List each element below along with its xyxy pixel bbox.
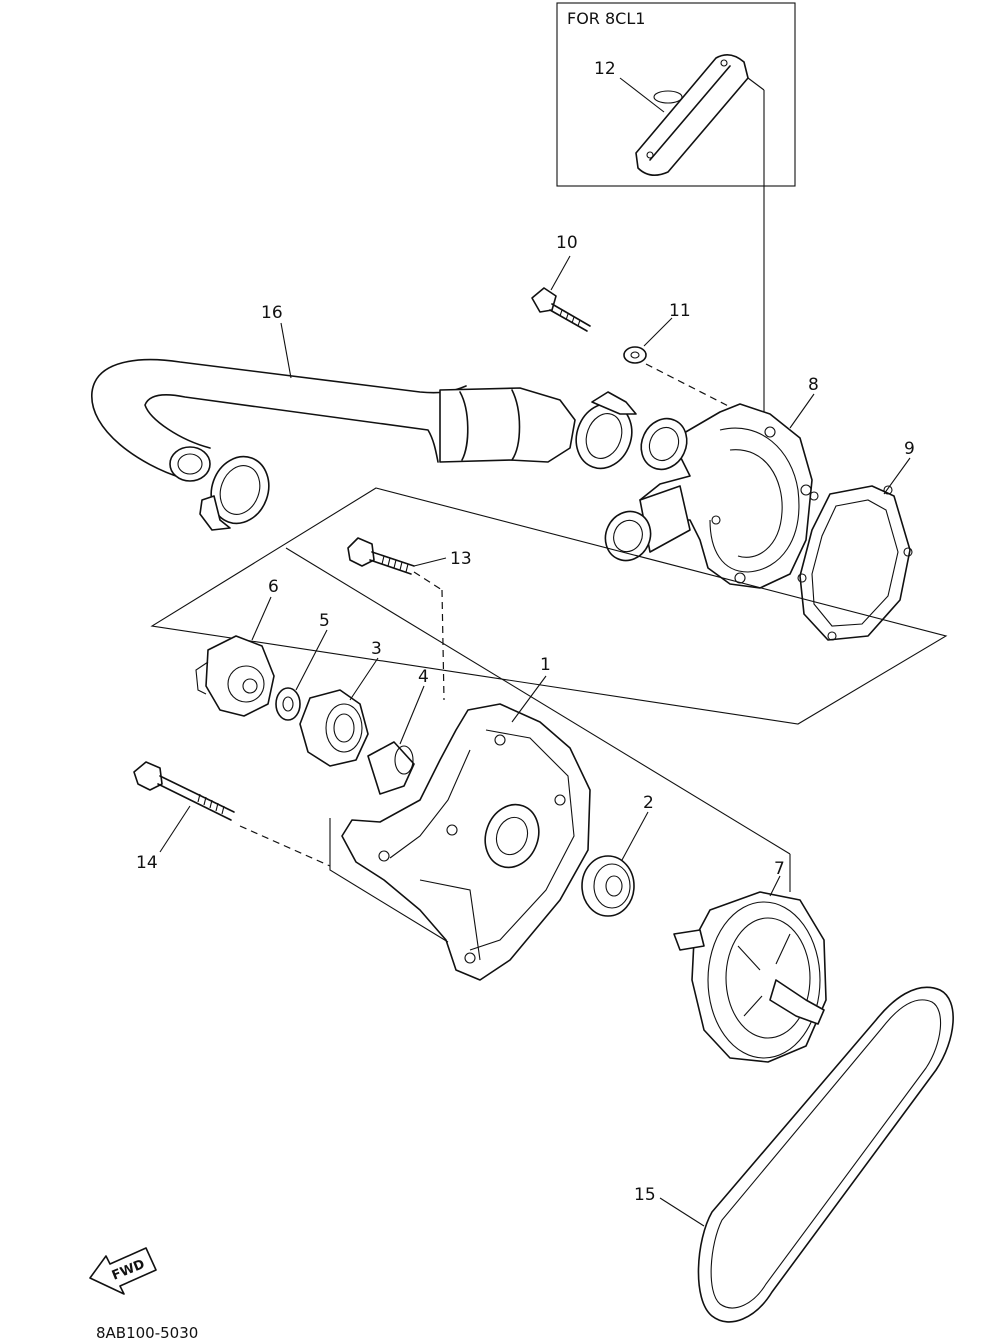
callout-1: 1 bbox=[540, 655, 551, 675]
part-3-seal bbox=[299, 689, 369, 767]
part-11-washer bbox=[623, 346, 647, 364]
fwd-arrow-icon: FWD bbox=[89, 1247, 157, 1295]
part-6-impeller bbox=[195, 635, 275, 717]
part-10-bolt bbox=[531, 287, 591, 332]
part-16-hose bbox=[91, 358, 576, 482]
part-9-gasket bbox=[797, 485, 913, 641]
alignment-line bbox=[285, 547, 791, 855]
callout-5: 5 bbox=[319, 611, 330, 631]
callout-3: 3 bbox=[371, 639, 382, 659]
inset-box: FOR 8CL1 12 bbox=[556, 2, 796, 187]
callout-6: 6 bbox=[268, 577, 279, 597]
callout-13: 13 bbox=[450, 549, 472, 569]
part-5-washer bbox=[275, 687, 301, 721]
callout-9: 9 bbox=[904, 439, 915, 459]
callout-7: 7 bbox=[774, 859, 785, 879]
callout-16: 16 bbox=[261, 303, 283, 323]
hose-clamp-left bbox=[199, 455, 270, 531]
callout-11: 11 bbox=[669, 301, 691, 321]
callout-12: 12 bbox=[594, 59, 616, 79]
housing-bracket bbox=[329, 818, 449, 943]
callout-8: 8 bbox=[808, 375, 819, 395]
callout-2: 2 bbox=[643, 793, 654, 813]
part-14-bolt bbox=[133, 761, 235, 821]
part-2-bearing bbox=[581, 855, 635, 917]
part-8-pump-cover bbox=[604, 403, 813, 589]
part-15-belt bbox=[697, 986, 954, 1323]
part-12-pipe bbox=[635, 54, 749, 176]
part-4-bushing bbox=[367, 741, 415, 795]
part-13-bolt bbox=[347, 537, 415, 575]
part-1-pump-housing bbox=[341, 703, 591, 981]
part-7-pulley bbox=[673, 891, 827, 1063]
callout-15: 15 bbox=[634, 1185, 656, 1205]
diagram-code: 8AB100-5030 bbox=[96, 1324, 198, 1340]
callout-10: 10 bbox=[556, 233, 578, 253]
hose-clamp-right bbox=[575, 391, 637, 470]
callout-4: 4 bbox=[418, 667, 429, 687]
assembly-outline bbox=[150, 487, 948, 725]
callout-14: 14 bbox=[136, 853, 158, 873]
inset-label: FOR 8CL1 bbox=[567, 9, 645, 28]
